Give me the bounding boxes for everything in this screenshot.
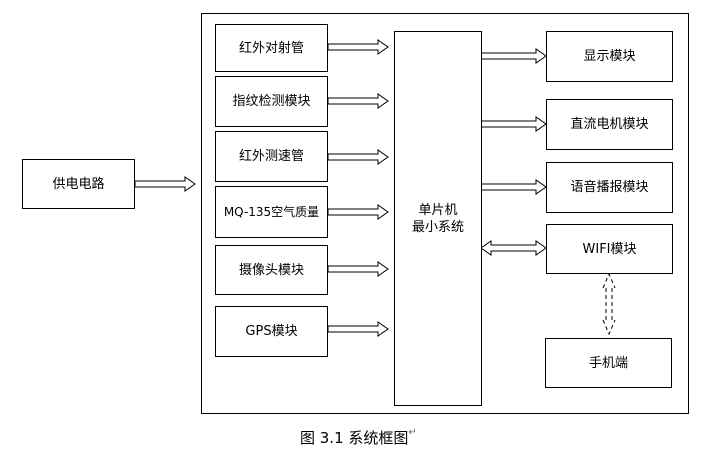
input-camera-box: 摄像头模块 bbox=[215, 245, 328, 295]
power-supply-box: 供电电路 bbox=[22, 159, 135, 209]
input-camera-label: 摄像头模块 bbox=[238, 262, 304, 278]
arrow-wifi-bidirectional bbox=[480, 240, 547, 256]
arrow-camera bbox=[327, 261, 389, 277]
output-voice-box: 语音播报模块 bbox=[546, 162, 673, 213]
input-fingerprint-box: 指纹检测模块 bbox=[215, 76, 328, 127]
arrow-gps bbox=[327, 321, 389, 337]
arrow-mq135 bbox=[327, 204, 389, 220]
output-display-label: 显示模块 bbox=[583, 49, 636, 64]
arrow-ir-speed bbox=[327, 149, 389, 165]
input-fingerprint-label: 指纹检测模块 bbox=[232, 94, 311, 109]
arrow-dc-motor bbox=[480, 116, 547, 132]
input-mq135-box: MQ-135空气质量 bbox=[215, 186, 328, 238]
output-voice-label: 语音播报模块 bbox=[570, 180, 649, 195]
return-mark: ↵ bbox=[408, 427, 417, 438]
system-frame bbox=[201, 13, 689, 414]
arrow-voice bbox=[480, 179, 547, 195]
arrow-display bbox=[480, 48, 547, 64]
output-display-box: 显示模块 bbox=[546, 31, 673, 82]
figure-caption-text: 图 3.1 系统框图 bbox=[300, 429, 409, 447]
input-gps-label: GPS模块 bbox=[245, 324, 298, 339]
figure-caption: 图 3.1 系统框图↵ bbox=[300, 427, 417, 448]
phone-label: 手机端 bbox=[588, 355, 628, 371]
arrow-power-to-system bbox=[134, 176, 196, 192]
arrow-ir-tube bbox=[327, 39, 389, 55]
dashed-wireless-link bbox=[602, 272, 616, 336]
output-wifi-label: WIFI模块 bbox=[582, 241, 637, 257]
output-dc-motor-label: 直流电机模块 bbox=[570, 117, 649, 132]
phone-box: 手机端 bbox=[545, 338, 672, 388]
input-ir-speed-label: 红外测速管 bbox=[238, 149, 304, 164]
input-gps-box: GPS模块 bbox=[215, 306, 328, 357]
input-mq135-label: MQ-135空气质量 bbox=[223, 204, 320, 219]
output-dc-motor-box: 直流电机模块 bbox=[546, 99, 673, 150]
arrow-fingerprint bbox=[327, 93, 389, 109]
mcu-label: 单片机 最小系统 bbox=[411, 202, 464, 235]
power-supply-label: 供电电路 bbox=[52, 176, 105, 192]
output-wifi-box: WIFI模块 bbox=[546, 224, 673, 274]
input-ir-tube-box: 红外对射管 bbox=[215, 24, 328, 72]
mcu-box: 单片机 最小系统 bbox=[394, 31, 482, 406]
input-ir-tube-label: 红外对射管 bbox=[238, 40, 304, 56]
input-ir-speed-box: 红外测速管 bbox=[215, 131, 328, 182]
